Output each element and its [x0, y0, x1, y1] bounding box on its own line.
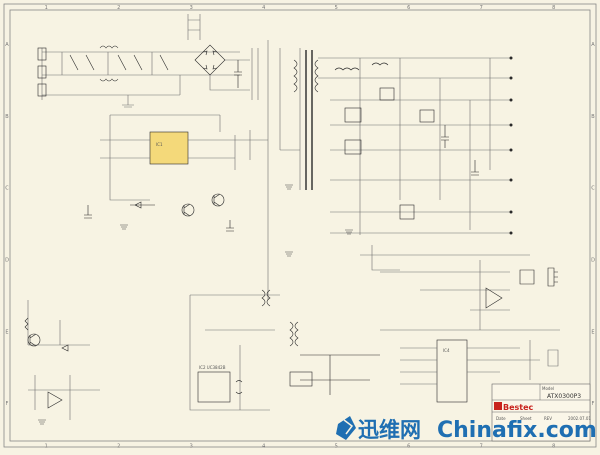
brand-logo-text: Bestec — [503, 403, 534, 412]
standby-ic-label: IC2 UC3842B — [199, 365, 226, 370]
standby-output — [235, 354, 380, 395]
frame-col-label-bottom: 6 — [407, 444, 410, 450]
frame-col-label-bottom: 4 — [262, 444, 265, 450]
frame-col-label-bottom: 1 — [45, 444, 48, 450]
primary-control-wiring — [100, 114, 268, 201]
frame-row-label-left: B — [5, 114, 9, 120]
frame-row-label-right: D — [591, 257, 595, 263]
frame-col-label-bottom: 3 — [190, 444, 193, 450]
supervisor-ic-label: IC4 — [443, 348, 450, 353]
title-block: Bestec Model ATX0300P3 Date Sheet REV 2002.… — [491, 383, 591, 442]
output-terminals — [509, 56, 513, 235]
error-amplifier — [485, 267, 558, 309]
standby-controller-ic: IC2 UC3842B — [197, 365, 231, 403]
ground-symbols — [38, 184, 353, 425]
title-block-fields: Date Sheet REV 2002.07.01 — [496, 416, 591, 421]
logic-wiring — [380, 329, 560, 385]
frame-row-label-right: A — [591, 42, 595, 48]
output-rails — [318, 57, 510, 235]
output-rectifiers — [334, 62, 479, 220]
frame-col-label-top: 3 — [190, 5, 193, 11]
watermark-logo-icon — [336, 416, 356, 440]
supervisor-section — [360, 245, 530, 330]
protection-circuit — [27, 300, 100, 420]
frame-row-label-right: F — [592, 401, 595, 407]
frame-row-label-right: E — [591, 329, 594, 335]
watermark-cn: 迅维网 — [358, 418, 421, 442]
frame-row-label-left: F — [6, 401, 9, 407]
frame-col-label-top: 5 — [335, 5, 338, 11]
main-bus-lines — [267, 40, 301, 255]
frame-row-label-right: C — [591, 186, 595, 192]
frame-col-label-bottom: 7 — [480, 444, 483, 450]
title-block-field: REV — [544, 416, 552, 421]
frame-row-label-left: A — [5, 42, 9, 48]
frame-col-label-bottom: 2 — [117, 444, 120, 450]
model-number: ATX0300P3 — [547, 393, 581, 400]
title-block-field: Sheet — [520, 416, 532, 421]
frame-row-label-right: B — [591, 114, 595, 120]
sheet-frame — [3, 3, 597, 448]
frame-row-label-left: E — [5, 329, 8, 335]
frame-col-label-bottom: 8 — [552, 444, 555, 450]
frame-col-label-top: 2 — [117, 5, 120, 11]
frame-col-label-top: 1 — [45, 5, 48, 11]
main-transformer — [293, 50, 319, 190]
frame-row-label-left: D — [5, 257, 9, 263]
frame-col-label-top: 4 — [262, 5, 265, 11]
standby-transformer — [261, 289, 299, 347]
watermark: 迅维网 Chinafix.com — [336, 416, 597, 443]
watermark-en: Chinafix.com — [437, 418, 597, 443]
frame-col-label-bottom: 5 — [335, 444, 338, 450]
standby-supply — [189, 255, 280, 411]
model-label: Model — [542, 386, 554, 391]
frame-col-label-top: 8 — [552, 5, 555, 11]
frame-row-label-left: C — [5, 186, 9, 192]
pwm-controller-ic: IC1 — [149, 131, 189, 165]
protection-components — [24, 317, 69, 409]
frame-col-label-top: 7 — [480, 5, 483, 11]
primary-drive-transistors — [84, 193, 234, 232]
pwm-ic-label: IC1 — [156, 142, 163, 147]
title-block-field: 2002.07.01 — [568, 416, 591, 421]
frame-col-label-top: 6 — [407, 5, 410, 11]
title-block-field: Date — [496, 416, 506, 421]
bridge-rectifier — [187, 14, 259, 100]
supervisor-ic: IC4 — [436, 339, 468, 403]
